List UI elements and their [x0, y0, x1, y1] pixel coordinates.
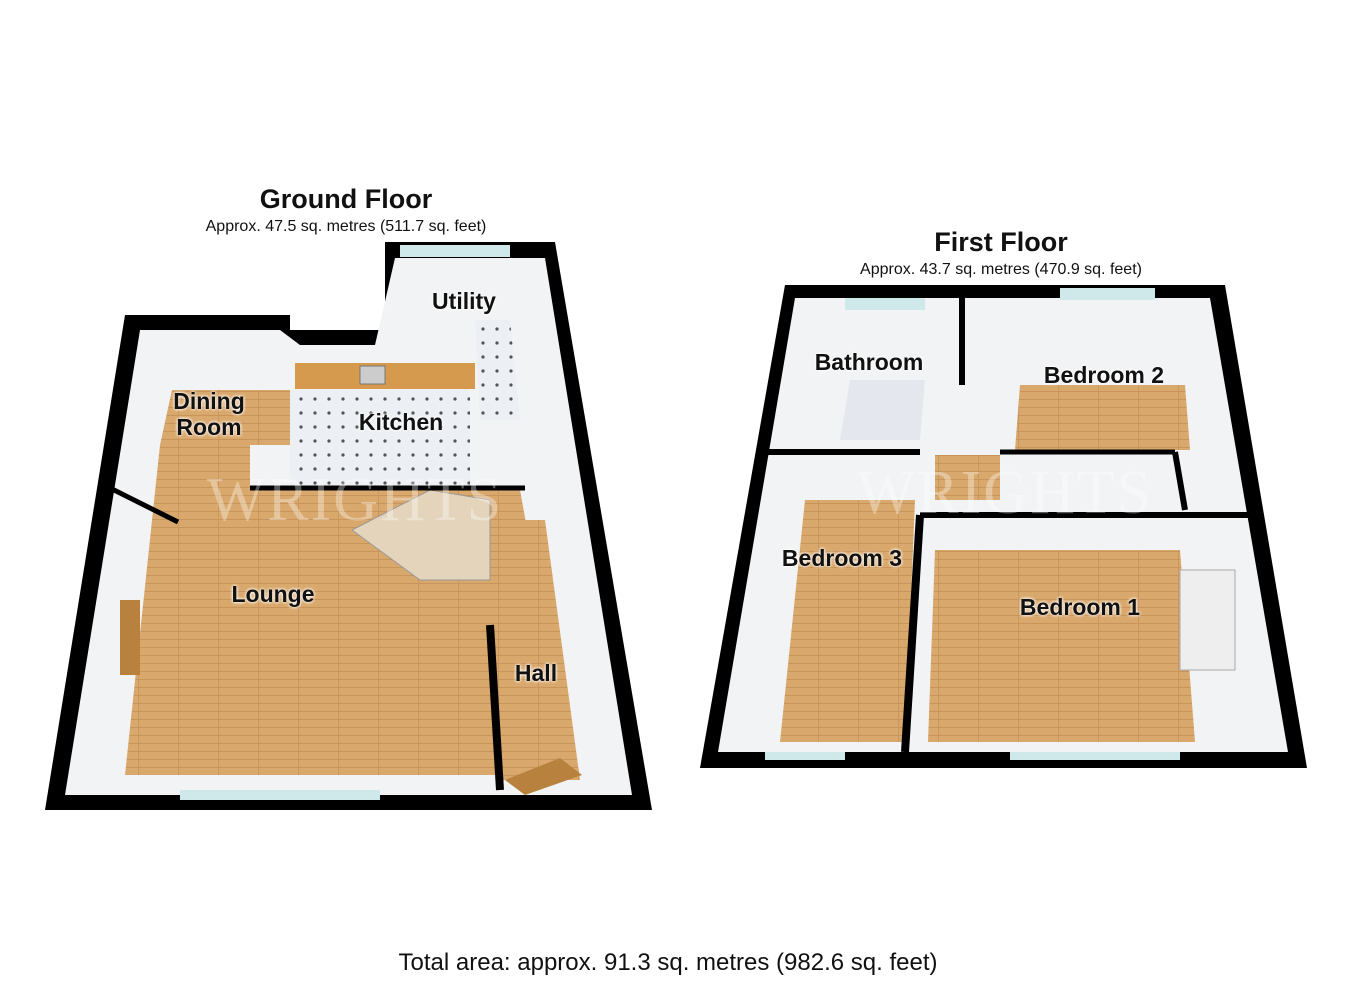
first-floor-plan [700, 285, 1307, 768]
room-bedroom-3: Bedroom 3 [781, 545, 903, 571]
bedroom3-window [765, 752, 845, 760]
bathroom-floor [840, 380, 925, 440]
fireplace [120, 600, 140, 675]
utility-window [400, 245, 510, 257]
lounge-window [180, 790, 380, 800]
ground-floor-plan [45, 242, 652, 810]
kitchen-floor [290, 390, 470, 485]
room-bedroom-1: Bedroom 1 [1019, 594, 1141, 620]
bedroom2-side-wall [1172, 451, 1188, 511]
ground-floor-title: Ground Floor [259, 184, 433, 214]
front-door [505, 758, 582, 795]
total-area: Total area: approx. 91.3 sq. metres (982… [398, 949, 938, 976]
landing-floor [935, 455, 1000, 500]
room-bathroom: Bathroom [814, 349, 924, 375]
bathroom-window [845, 298, 925, 310]
lounge-hall-wall [486, 624, 504, 791]
wardrobe [1179, 569, 1236, 671]
bedroom1-divider [901, 514, 924, 753]
dining-wall [108, 485, 180, 525]
hall-floor [500, 520, 580, 780]
bedroom3-floor [780, 500, 915, 742]
watermark-first: WRIGHTS [856, 459, 1154, 527]
bedroom1-floor [928, 550, 1195, 742]
sink [359, 365, 386, 385]
room-bedroom-2: Bedroom 2 [1043, 362, 1165, 388]
dining-floor [160, 390, 290, 445]
bedroom2-floor [1015, 385, 1190, 450]
ground-floor-area: Approx. 47.5 sq. metres (511.7 sq. feet) [205, 218, 487, 235]
room-lounge: Lounge [231, 581, 315, 607]
watermark-ground: WRIGHTS [206, 466, 504, 534]
room-utility: Utility [432, 288, 496, 314]
staircase [351, 489, 491, 581]
kitchen-passage-floor [475, 320, 520, 420]
first-floor-area: Approx. 43.7 sq. metres (470.9 sq. feet) [860, 261, 1142, 278]
room-dining-room: Dining Room [173, 388, 245, 440]
room-hall: Hall [514, 660, 558, 686]
room-kitchen: Kitchen [358, 409, 444, 435]
bedroom1-window [1010, 752, 1180, 760]
first-floor-title: First Floor [934, 227, 1068, 257]
bedroom2-window [1060, 288, 1155, 300]
